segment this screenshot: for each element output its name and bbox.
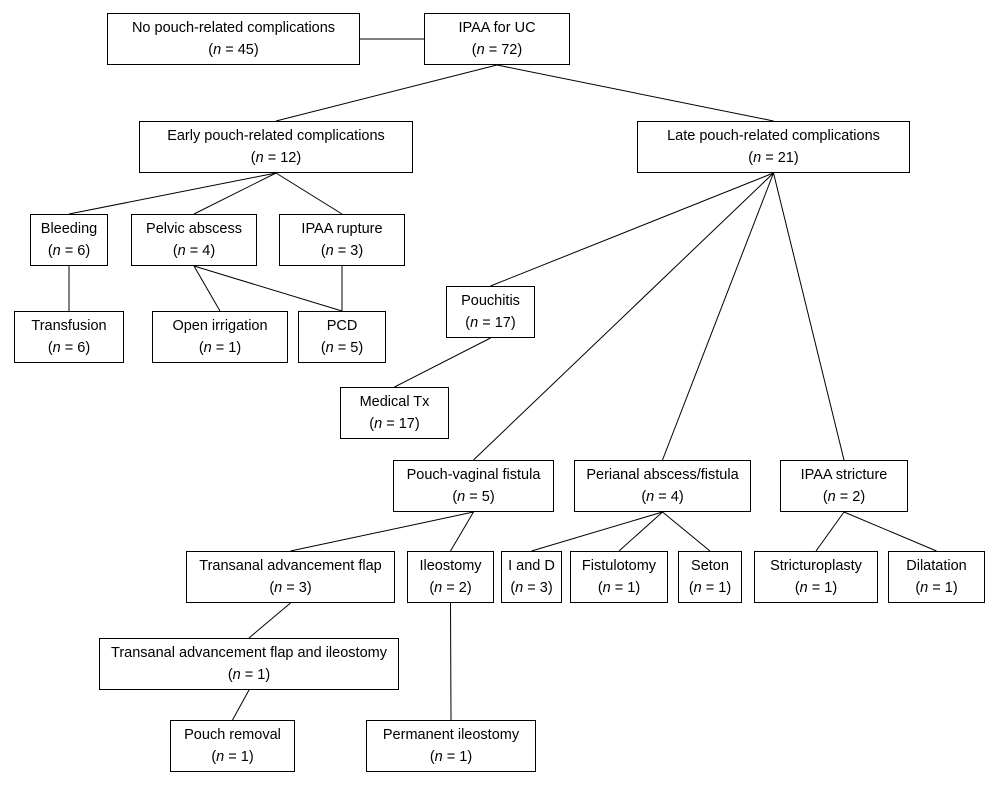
node-title: Permanent ileostomy bbox=[382, 727, 520, 743]
node-late-complications: Late pouch-related complications (n = 21… bbox=[637, 121, 910, 173]
node-i-and-d: I and D (n = 3) bbox=[501, 551, 562, 603]
node-title: Stricturoplasty bbox=[770, 558, 862, 574]
node-title: Pouchitis bbox=[461, 293, 520, 309]
node-count: (n = 5) bbox=[320, 340, 364, 356]
node-title: Open irrigation bbox=[172, 318, 268, 334]
connector-perianal-to-i_and_d bbox=[531, 511, 663, 552]
node-title: Late pouch-related complications bbox=[667, 128, 880, 144]
node-title: Medical Tx bbox=[359, 394, 430, 410]
connector-early-to-pelvic_abscess bbox=[193, 172, 277, 215]
node-seton: Seton (n = 1) bbox=[678, 551, 742, 603]
node-transfusion: Transfusion (n = 6) bbox=[14, 311, 124, 363]
node-pouch-removal: Pouch removal (n = 1) bbox=[170, 720, 295, 772]
node-open-irrigation: Open irrigation (n = 1) bbox=[152, 311, 288, 363]
connector-late-to-pouch_vaginal bbox=[473, 172, 774, 461]
node-count: (n = 3) bbox=[269, 580, 312, 596]
node-stricturoplasty: Stricturoplasty (n = 1) bbox=[754, 551, 878, 603]
connector-ipaa_uc-to-late bbox=[496, 64, 774, 122]
node-pouch-vaginal-fistula: Pouch-vaginal fistula (n = 5) bbox=[393, 460, 554, 512]
node-count: (n = 45) bbox=[208, 42, 259, 58]
connector-transanal_flap-to-transanal_flap_ileostomy bbox=[248, 602, 291, 639]
node-pouchitis: Pouchitis (n = 17) bbox=[446, 286, 535, 338]
node-ipaa-stricture: IPAA stricture (n = 2) bbox=[780, 460, 908, 512]
node-title: Transfusion bbox=[31, 318, 107, 334]
node-title: PCD bbox=[326, 318, 358, 334]
node-title: Pouch removal bbox=[184, 727, 281, 743]
node-title: No pouch-related complications bbox=[131, 20, 336, 36]
node-count: (n = 21) bbox=[748, 150, 799, 166]
node-title: IPAA stricture bbox=[800, 467, 888, 483]
node-bleeding: Bleeding (n = 6) bbox=[30, 214, 108, 266]
connector-pouchitis-to-medical_tx bbox=[394, 337, 491, 388]
node-count: (n = 2) bbox=[429, 580, 472, 596]
connector-late-to-perianal bbox=[662, 172, 774, 461]
connector-pelvic_abscess-to-pcd bbox=[193, 265, 343, 312]
node-no-pouch-complications: No pouch-related complications (n = 45) bbox=[107, 13, 360, 65]
node-count: (n = 1) bbox=[429, 749, 473, 765]
connector-ipaa_uc-to-early bbox=[275, 64, 498, 122]
node-count: (n = 6) bbox=[47, 340, 91, 356]
node-count: (n = 3) bbox=[510, 580, 553, 596]
node-title: IPAA rupture bbox=[301, 221, 383, 237]
connector-perianal-to-fistulotomy bbox=[618, 511, 663, 552]
connector-early-to-ipaa_rupture bbox=[275, 172, 343, 215]
node-early-complications: Early pouch-related complications (n = 1… bbox=[139, 121, 413, 173]
node-count: (n = 1) bbox=[794, 580, 838, 596]
connector-pouch_vaginal-to-ileostomy bbox=[450, 511, 474, 552]
connector-early-to-bleeding bbox=[68, 172, 277, 215]
node-count: (n = 4) bbox=[641, 489, 684, 505]
node-pcd: PCD (n = 5) bbox=[298, 311, 386, 363]
node-ipaa-for-uc: IPAA for UC (n = 72) bbox=[424, 13, 570, 65]
node-title: Fistulotomy bbox=[581, 558, 657, 574]
node-count: (n = 1) bbox=[198, 340, 242, 356]
node-count: (n = 1) bbox=[915, 580, 958, 596]
node-count: (n = 1) bbox=[227, 667, 271, 683]
connector-late-to-pouchitis bbox=[490, 172, 774, 287]
node-count: (n = 1) bbox=[597, 580, 641, 596]
node-title: Early pouch-related complications bbox=[167, 128, 385, 144]
connector-ipaa_stricture-to-dilatation bbox=[843, 511, 937, 552]
node-title: Seton bbox=[691, 558, 729, 574]
node-dilatation: Dilatation (n = 1) bbox=[888, 551, 985, 603]
node-permanent-ileostomy: Permanent ileostomy (n = 1) bbox=[366, 720, 536, 772]
node-ileostomy: Ileostomy (n = 2) bbox=[407, 551, 494, 603]
connector-ileostomy-to-permanent_ileostomy bbox=[450, 602, 452, 721]
node-title: Pelvic abscess bbox=[146, 221, 242, 237]
node-perianal-abscess-fistula: Perianal abscess/fistula (n = 4) bbox=[574, 460, 751, 512]
connector-ipaa_stricture-to-stricturoplasty bbox=[815, 511, 845, 552]
node-count: (n = 3) bbox=[320, 243, 364, 259]
node-title: I and D bbox=[508, 558, 555, 574]
node-fistulotomy: Fistulotomy (n = 1) bbox=[570, 551, 668, 603]
connector-perianal-to-seton bbox=[662, 511, 711, 552]
node-title: Dilatation bbox=[906, 558, 967, 574]
connector-pelvic_abscess-to-open_irrigation bbox=[193, 265, 221, 312]
node-ipaa-rupture: IPAA rupture (n = 3) bbox=[279, 214, 405, 266]
connector-pouch_vaginal-to-transanal_flap bbox=[290, 511, 474, 552]
node-count: (n = 72) bbox=[471, 42, 523, 58]
node-count: (n = 1) bbox=[211, 749, 254, 765]
node-title: Bleeding bbox=[40, 221, 98, 237]
node-count: (n = 5) bbox=[452, 489, 495, 505]
node-transanal-flap-and-ileostomy: Transanal advancement flap and ileostomy… bbox=[99, 638, 399, 690]
node-title: Transanal advancement flap and ileostomy bbox=[111, 645, 387, 661]
connector-transanal_flap_ileostomy-to-pouch_removal bbox=[232, 689, 250, 721]
node-title: Transanal advancement flap bbox=[199, 558, 382, 574]
node-transanal-advancement-flap: Transanal advancement flap (n = 3) bbox=[186, 551, 395, 603]
node-pelvic-abscess: Pelvic abscess (n = 4) bbox=[131, 214, 257, 266]
node-title: IPAA for UC bbox=[458, 20, 536, 36]
node-title: Perianal abscess/fistula bbox=[586, 467, 739, 483]
node-count: (n = 6) bbox=[47, 243, 91, 259]
node-title: Ileostomy bbox=[419, 558, 482, 574]
node-count: (n = 17) bbox=[369, 416, 420, 432]
node-count: (n = 4) bbox=[172, 243, 216, 259]
node-count: (n = 1) bbox=[688, 580, 732, 596]
connector-late-to-ipaa_stricture bbox=[773, 172, 845, 461]
node-count: (n = 12) bbox=[250, 150, 302, 166]
node-medical-tx: Medical Tx (n = 17) bbox=[340, 387, 449, 439]
node-count: (n = 17) bbox=[465, 315, 516, 331]
node-title: Pouch-vaginal fistula bbox=[406, 467, 541, 483]
node-count: (n = 2) bbox=[822, 489, 866, 505]
